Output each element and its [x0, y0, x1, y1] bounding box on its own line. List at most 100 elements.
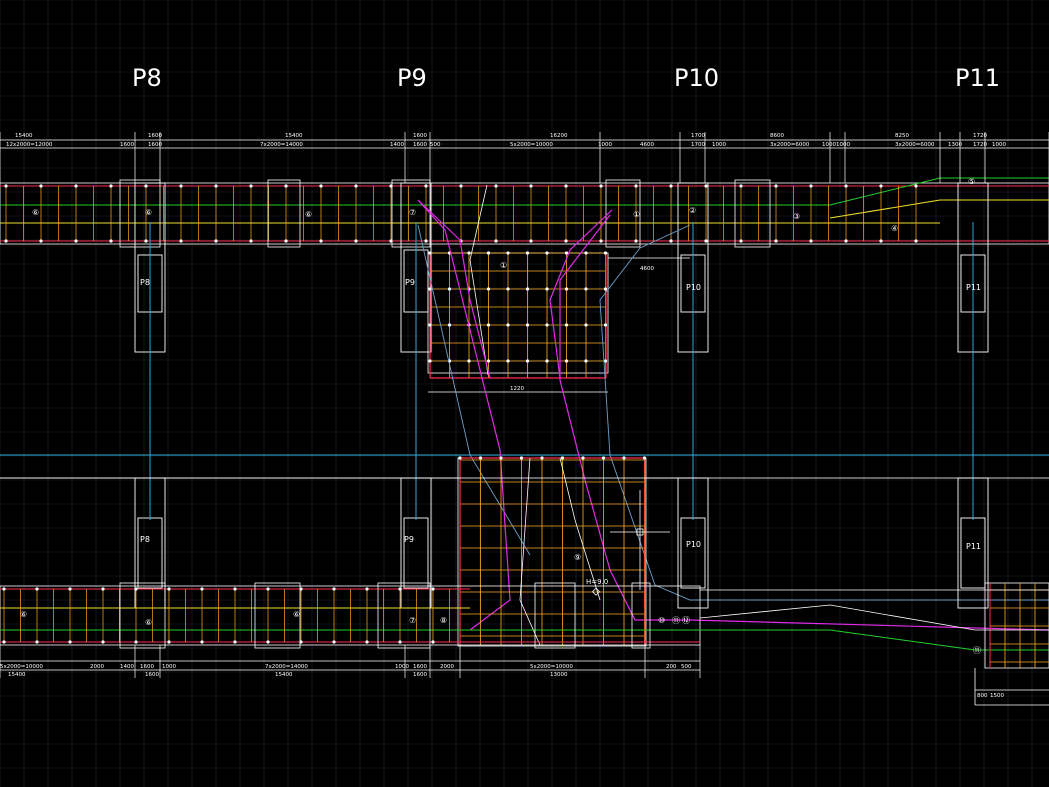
bottom-girder-node: [2, 640, 6, 644]
bottom-dimension-label-row2: 15400: [8, 672, 26, 678]
top-dimension-label-row2: 1000: [598, 142, 612, 148]
magenta-curve-left: [417, 199, 511, 631]
top-girder-node: [529, 184, 533, 188]
bottom-dimension-label: 5x2000=10000: [530, 664, 573, 670]
bottom-girder-node: [35, 587, 39, 591]
top-girder-node: [39, 239, 43, 243]
top-girder-node: [879, 239, 883, 243]
top-dimension-label-row2: 1600: [120, 142, 134, 148]
pier-cap-bottom: [137, 517, 163, 589]
center-ramp-cut-line: [469, 184, 489, 376]
top-dimension-label: 15400: [15, 133, 33, 139]
bottom-girder-marker: ⑥: [20, 610, 27, 619]
elevation-diamond: [591, 587, 601, 596]
top-girder-node: [599, 239, 603, 243]
top-girder-node: [424, 239, 428, 243]
top-girder-node: [914, 239, 918, 243]
bottom-girder-node: [35, 640, 39, 644]
top-dimension-label-row2: 3x2000=6000: [770, 142, 810, 148]
center-ramp-node: [545, 359, 549, 363]
right-girder-outline: [984, 582, 1049, 669]
bottom-girder-node: [167, 587, 171, 591]
top-girder-marker: ②: [689, 206, 696, 215]
top-dimension-label: 15400: [285, 133, 303, 139]
center-ramp-node: [525, 359, 530, 363]
center-ramp-node: [545, 251, 549, 255]
center-ramp-node: [467, 359, 471, 363]
top-girder-node: [634, 184, 638, 188]
bottom-girder-node: [68, 587, 72, 591]
pier-cap-bottom: [680, 517, 706, 589]
bottom-girder-node: [200, 640, 204, 644]
top-girder-node: [424, 184, 428, 188]
center-ramp-node: [486, 359, 491, 363]
bottom-girder-node: [266, 587, 270, 591]
top-girder-node: [74, 184, 78, 188]
pier-tag-p10-top: P10: [686, 283, 702, 292]
top-dimension-label-row2: 1600: [148, 142, 162, 148]
center-ramp-node: [545, 323, 549, 327]
center-ramp-node: [584, 323, 588, 327]
top-girder-node: [564, 239, 568, 243]
center-ramp-node: [603, 287, 608, 291]
center-ramp-node: [506, 323, 510, 327]
top-girder-green-axis: [0, 177, 1049, 206]
bottom-dimension-label-row2: 1600: [145, 672, 159, 678]
center-ramp-dim-label: 4600: [640, 266, 654, 272]
top-girder-node: [914, 184, 918, 188]
lower-ramp-node: [458, 456, 462, 460]
top-girder-marker: ⑦: [409, 208, 416, 217]
top-dimension-label: 1720: [973, 133, 987, 139]
bottom-girder-marker: ⑩: [658, 616, 665, 625]
top-girder-node: [459, 184, 463, 188]
top-girder-marker: ①: [633, 210, 640, 219]
center-ramp-node: [603, 359, 608, 363]
bottom-dimension-label: 1400: [120, 664, 134, 670]
pier-tag-p11-top: P11: [966, 283, 982, 292]
guide-diagonal-2: [599, 224, 1049, 601]
pier-title-p10: P10: [674, 64, 720, 92]
center-ramp-node: [603, 323, 608, 327]
center-ramp-node: [486, 323, 491, 327]
bottom-girder-node: [134, 587, 138, 591]
right-dimension-label: 1500: [990, 693, 1004, 699]
center-ramp-node: [506, 287, 510, 291]
bottom-girder-node: [398, 587, 402, 591]
lower-ramp-node: [499, 456, 503, 460]
bottom-girder-node: [332, 640, 336, 644]
bottom-dimension-label: 1600: [413, 664, 427, 670]
top-girder-node: [319, 184, 323, 188]
center-ramp-magenta-right: [549, 209, 613, 379]
top-girder-node: [109, 239, 113, 243]
top-girder-node: [179, 184, 183, 188]
top-girder-marker: ⑥: [32, 208, 39, 217]
right-connector-2: [699, 604, 1049, 631]
center-ramp-node: [447, 287, 452, 291]
bottom-girder-node: [68, 640, 72, 644]
pier-tag-p11-bottom: P11: [966, 542, 982, 551]
top-dimension-label: 16200: [550, 133, 568, 139]
top-dimension-label: 1600: [148, 133, 162, 139]
bottom-girder-marker: ⑦: [409, 616, 416, 625]
lower-ramp-node: [540, 456, 544, 460]
bottom-girder-node: [365, 640, 369, 644]
bottom-dimension-label: 1000: [395, 664, 409, 670]
bottom-dimension-label: 200: [666, 664, 677, 670]
top-girder-node: [494, 239, 498, 243]
top-girder-node: [284, 184, 288, 188]
center-ramp-node: [564, 359, 569, 363]
top-girder-node: [74, 239, 78, 243]
bottom-girder-node: [431, 587, 435, 591]
cursor-crosshair-box: [636, 528, 644, 536]
top-girder-marker: ③: [793, 212, 800, 221]
lower-ramp-node: [519, 456, 524, 460]
center-ramp-magenta-left: [417, 199, 491, 379]
top-girder-diaphragm: [734, 179, 771, 248]
bottom-girder-marker: ⑥: [145, 618, 152, 627]
pier-tag-p9-bottom: P9: [404, 535, 414, 544]
top-girder-marker: ④: [891, 224, 898, 233]
top-girder-yellow-branch: [829, 199, 1049, 219]
top-dimension-label: 1600: [413, 133, 427, 139]
